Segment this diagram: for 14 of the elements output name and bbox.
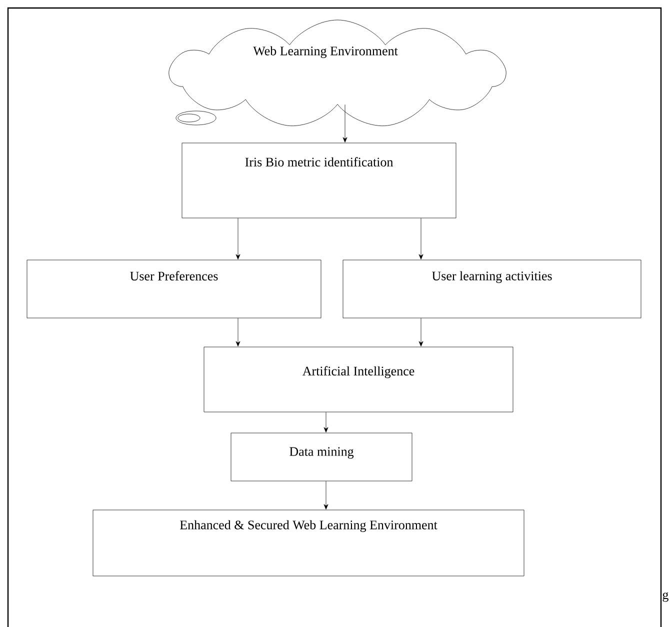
process-box: User learning activities xyxy=(342,260,642,318)
arrow xyxy=(324,412,328,432)
process-box: User Preferences xyxy=(26,260,322,318)
text-fragment: g xyxy=(662,592,668,602)
arrow xyxy=(324,480,328,510)
arrow xyxy=(236,318,240,346)
arrow xyxy=(418,218,424,260)
arrow xyxy=(418,318,424,346)
arrow xyxy=(236,218,240,260)
arrow xyxy=(342,104,348,142)
process-box: Iris Bio metric identification xyxy=(182,142,456,218)
process-box: Artificial Intelligence xyxy=(204,346,514,412)
process-box: Data mining xyxy=(230,432,412,482)
process-box: Enhanced & Secured Web Learning Environment xyxy=(92,510,524,576)
